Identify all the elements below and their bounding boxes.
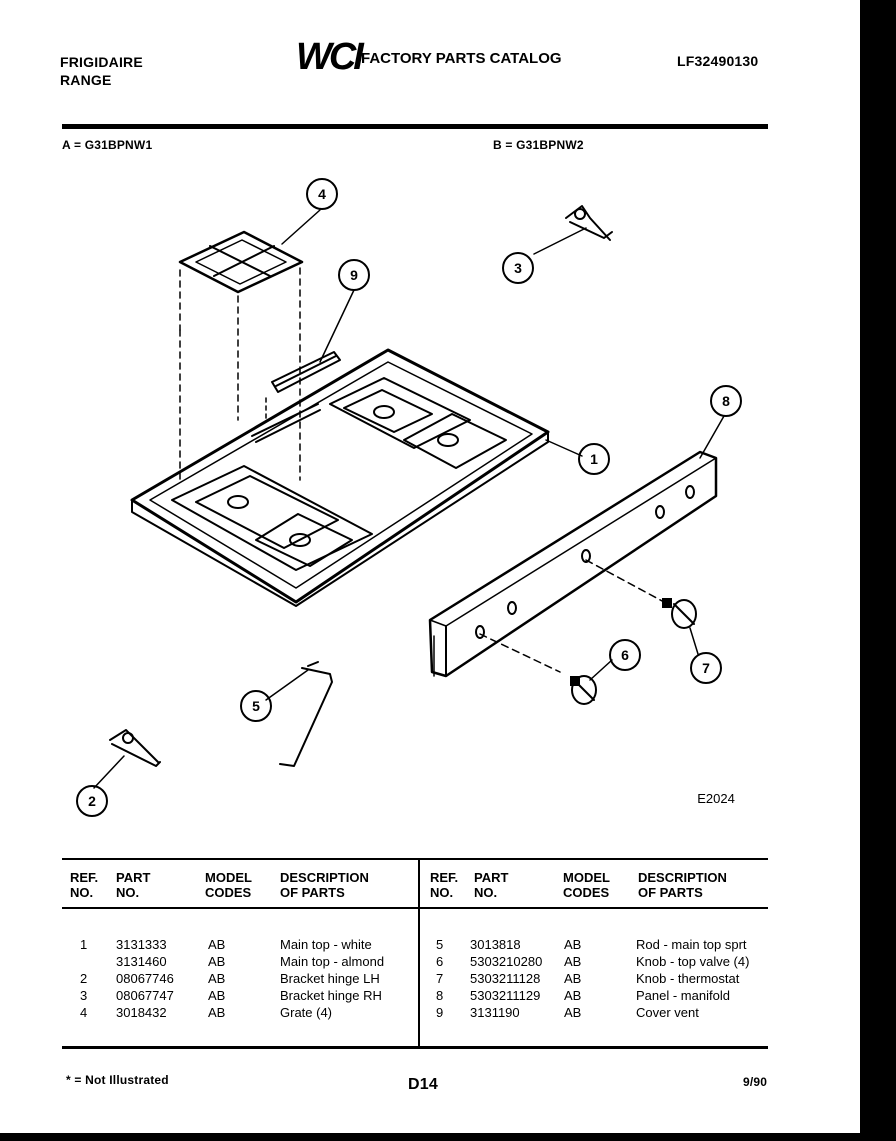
model-cell: AB [564, 988, 582, 1003]
catalog-number: LF32490130 [677, 53, 759, 69]
thermostat-knob-part [585, 559, 697, 629]
page-number: D14 [408, 1076, 438, 1093]
callout-1-label: 1 [590, 451, 598, 467]
ref-cell: 8 [436, 988, 444, 1003]
not-illustrated-note: * = Not Illustrated [66, 1073, 169, 1087]
desc-cell: Knob - thermostat [636, 971, 740, 986]
revision-date: 9/90 [743, 1075, 768, 1089]
ref-cell: 1 [80, 937, 88, 952]
table-bottom-rule [62, 1046, 768, 1049]
callout-3-label: 3 [514, 260, 522, 276]
table-header-rule [62, 907, 768, 909]
diagram-code: E2024 [697, 791, 735, 806]
model-cell: AB [564, 1005, 582, 1020]
table-top-rule [62, 858, 768, 860]
table-row: 1 [80, 936, 87, 953]
model-cell: AB [564, 971, 582, 986]
grate-part [178, 230, 304, 481]
model-cell: AB [208, 971, 226, 986]
leader-lines [93, 209, 725, 789]
part-cell: 3131190 [470, 1005, 520, 1020]
brand-name: FRIGIDAIRE [60, 54, 143, 70]
cover-vent-part [265, 351, 341, 421]
part-cell: 3013818 [470, 937, 521, 952]
table-center-divider [418, 860, 420, 1048]
callout-4 [306, 178, 338, 210]
part-cell: 5303210280 [470, 954, 543, 969]
callout-2 [76, 785, 108, 817]
model-cell: AB [208, 988, 226, 1003]
exploded-parts-diagram: 1 2 3 4 5 6 7 8 9 E2024 [76, 178, 742, 817]
callout-8-label: 8 [722, 393, 730, 409]
ref-cell: 2 [80, 971, 88, 986]
callout-9-label: 9 [350, 267, 358, 283]
callout-2-label: 2 [88, 793, 96, 809]
ref-cell: 9 [436, 1005, 444, 1020]
desc-cell: Grate (4) [280, 1005, 333, 1020]
support-rod-part [279, 661, 333, 767]
model-cell: AB [208, 937, 226, 952]
model-cell: AB [208, 954, 226, 969]
model-cell: AB [564, 937, 582, 952]
desc-cell: Main top - white [280, 937, 372, 952]
callout-6-label: 6 [621, 647, 629, 663]
desc-cell: Bracket hinge LH [280, 971, 380, 986]
part-cell: 08067747 [116, 988, 174, 1003]
ref-cell: 4 [80, 1005, 88, 1020]
manifold-panel-part [428, 450, 718, 678]
catalog-title: FACTORY PARTS CATALOG [361, 50, 562, 67]
desc-cell: Knob - top valve (4) [636, 954, 750, 969]
ref-cell: 3 [80, 988, 88, 1003]
callout-1 [578, 443, 610, 475]
callout-5-label: 5 [252, 698, 260, 714]
model-cell: AB [564, 954, 582, 969]
callout-4-label: 4 [318, 186, 326, 202]
callout-9 [338, 259, 370, 291]
bracket-hinge-rh-part [565, 205, 613, 241]
callout-7 [690, 652, 722, 684]
part-cell: 3131460 [116, 954, 167, 969]
callout-5 [240, 690, 272, 722]
part-cell: 3131333 [116, 937, 167, 952]
part-cell: 5303211128 [470, 971, 541, 986]
desc-cell: Panel - manifold [636, 988, 730, 1003]
wci-logo: WCI [296, 36, 364, 78]
model-cell: AB [208, 1005, 226, 1020]
callout-7-label: 7 [702, 660, 710, 676]
part-cell: 08067746 [116, 971, 174, 986]
desc-cell: Bracket hinge RH [280, 988, 382, 1003]
part-cell: 3018432 [116, 1005, 167, 1020]
callout-3 [502, 252, 534, 284]
ref-cell: 7 [436, 971, 444, 986]
scan-border-right [860, 0, 896, 1141]
bracket-hinge-lh-part [109, 729, 161, 767]
callout-markers [76, 178, 742, 817]
callout-6 [609, 639, 641, 671]
ref-cell: 5 [436, 937, 444, 952]
header-ref-right: REF.NO. [430, 870, 459, 900]
model-a-label: A = G31BPNW1 [62, 138, 153, 152]
ref-cell: 6 [436, 954, 444, 969]
callout-8 [710, 385, 742, 417]
desc-cell: Rod - main top sprt [636, 937, 747, 952]
header-ref: REF.NO. [70, 870, 99, 900]
desc-cell: Cover vent [636, 1005, 699, 1020]
header-rule [62, 124, 768, 129]
main-top-part [130, 348, 550, 607]
part-cell: 5303211129 [470, 988, 541, 1003]
scan-border-bottom [0, 1133, 896, 1141]
desc-cell: Main top - almond [280, 954, 385, 969]
product-type: RANGE [60, 72, 112, 88]
model-b-label: B = G31BPNW2 [493, 138, 584, 152]
top-valve-knob-part [479, 633, 597, 705]
